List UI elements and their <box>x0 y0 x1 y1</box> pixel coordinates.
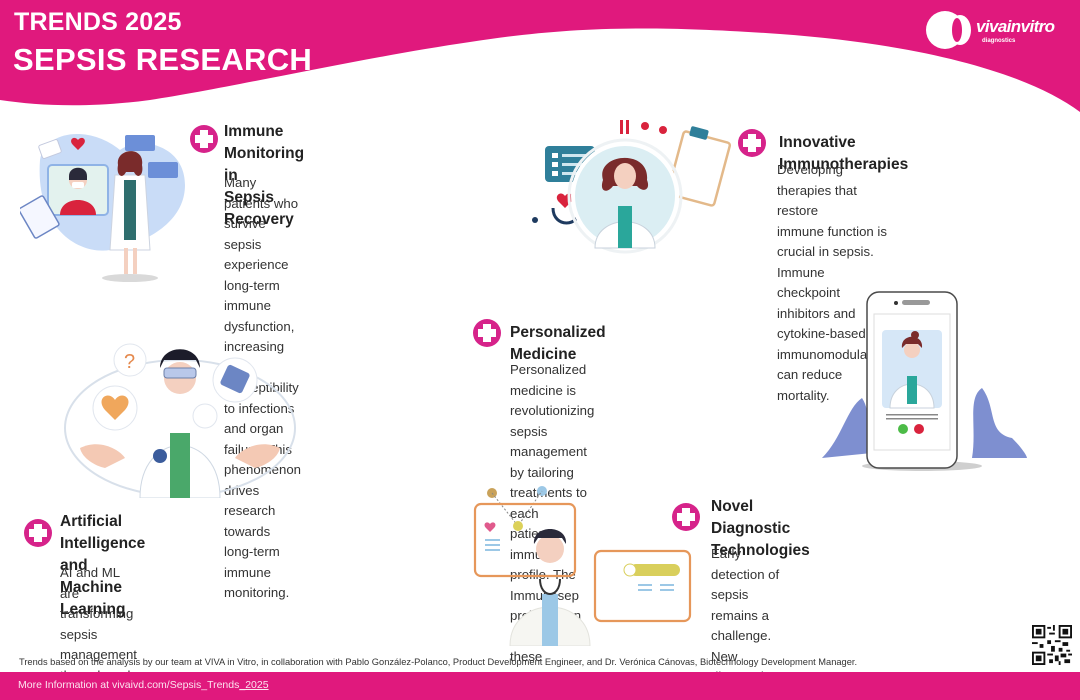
header-banner <box>0 0 1080 112</box>
section-title: Artificial Intelligence and Machine Lear… <box>60 513 146 618</box>
section-title: Novel Diagnostic Technologies <box>711 498 810 559</box>
qr-code-icon[interactable] <box>1032 625 1072 665</box>
section-body: Many patients who survive sepsis experie… <box>224 175 301 600</box>
medical-plus-icon <box>190 125 218 153</box>
medical-plus-icon <box>24 519 52 547</box>
more-info-link[interactable]: More Information at vivaivd.com/Sepsis_T… <box>18 679 269 691</box>
viva-in-vitro-logo-icon <box>926 11 971 49</box>
logo-wordmark: vivainvitro <box>976 17 1055 36</box>
doctor-vr-headset-illustration: ? <box>64 343 296 498</box>
section-title: Personalized Medicine <box>510 324 606 363</box>
credits-note: Trends based on the analysis by our team… <box>19 657 858 667</box>
logo-subtitle: diagnostics <box>982 38 1016 44</box>
footer-bar: More Information at vivaivd.com/Sepsis_T… <box>0 672 1080 700</box>
svg-text:?: ? <box>124 351 135 373</box>
title-trends: TRENDS 2025 <box>14 8 182 36</box>
brand-logo: vivainvitro diagnostics <box>924 8 1074 52</box>
medical-plus-icon <box>672 503 700 531</box>
doctor-touchscreen-panels-illustration <box>473 486 692 646</box>
medical-plus-icon <box>473 319 501 347</box>
doctor-with-patient-video-illustration <box>20 133 185 282</box>
title-sepsis-research: SEPSIS RESEARCH <box>13 42 313 77</box>
medical-plus-icon <box>738 129 766 157</box>
smartphone-doctor-call-illustration <box>822 291 1027 471</box>
section-body: Developing therapies that restore immune… <box>777 162 889 403</box>
section-title: Innovative Immunotherapies <box>779 134 909 173</box>
doctor-portrait-circle-illustration <box>532 120 732 254</box>
section-title: Immune Monitoring in Sepsis Recovery <box>224 123 305 228</box>
